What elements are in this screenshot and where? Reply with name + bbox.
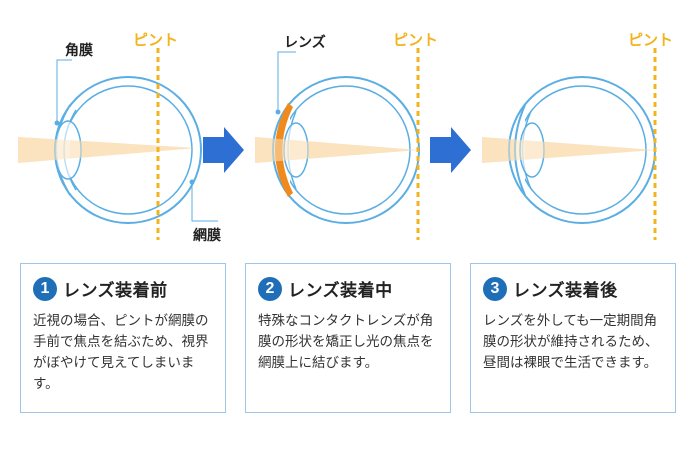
step-header: 3 レンズ装着後 [483, 276, 665, 301]
retina-label: 網膜 [193, 227, 221, 244]
step-header: 1 レンズ装着前 [33, 276, 215, 301]
cornea-pointer [56, 59, 72, 123]
retina-pointer [191, 182, 218, 222]
step-number-badge: 2 [258, 276, 282, 301]
step-description: レンズを外しても一定期間角膜の形状が維持されるため、昼間は裸眼で生活できます。 [483, 313, 659, 371]
focus-label: ピント [133, 31, 178, 49]
step-description: 特殊なコンタクトレンズが角膜の形状を矯正し光の焦点を網膜上に結びます。 [258, 313, 434, 371]
eye-diagram: 角膜 網膜 ピント レンズ ピント ピント [18, 31, 673, 244]
step-card-3: 3 レンズ装着後 レンズを外しても一定期間角膜の形状が維持されるため、昼間は裸眼… [470, 263, 676, 413]
cornea-label: 角膜 [65, 42, 93, 59]
eye-during: レンズ ピント [255, 31, 438, 240]
step-card-2: 2 レンズ装着中 特殊なコンタクトレンズが角膜の形状を矯正し光の焦点を網膜上に結… [245, 263, 451, 413]
step-title: レンズ装着後 [513, 281, 618, 301]
step-description: 近視の場合、ピントが網膜の手前で焦点を結ぶため、視界がぼやけて見えてしまいます。 [33, 313, 209, 392]
lens-label: レンズ [284, 34, 326, 51]
focus-label: ピント [393, 31, 438, 49]
step-number-badge: 3 [483, 276, 507, 301]
arrow-right-icon [203, 127, 244, 173]
step-header: 2 レンズ装着中 [258, 276, 440, 301]
lens-pointer [277, 51, 296, 112]
eye-before: 角膜 網膜 ピント [18, 31, 221, 244]
eye-after: ピント [482, 31, 673, 240]
step-number-badge: 1 [33, 276, 57, 301]
step-title: レンズ装着前 [63, 281, 168, 301]
step-title: レンズ装着中 [288, 281, 393, 301]
contact-lens [275, 103, 293, 197]
arrow-right-icon [430, 127, 471, 173]
step-card-1: 1 レンズ装着前 近視の場合、ピントが網膜の手前で焦点を結ぶため、視界がぼやけて… [20, 263, 226, 413]
focus-label: ピント [628, 31, 673, 49]
